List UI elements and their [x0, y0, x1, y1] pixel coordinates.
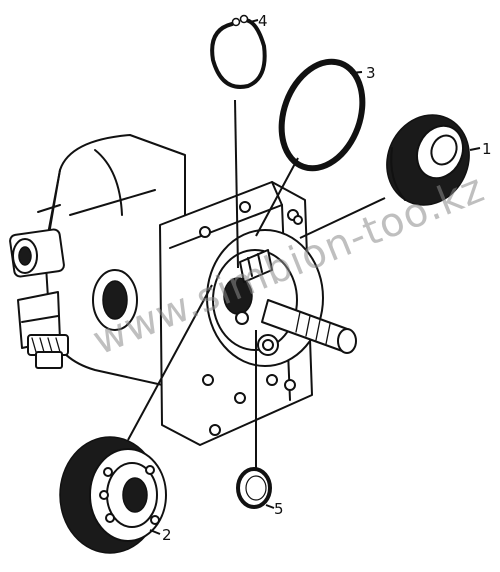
pump-housing [37, 134, 186, 391]
callout-1: 1 [482, 140, 492, 158]
callout-3: 3 [366, 64, 376, 82]
small-ring [236, 467, 272, 509]
shaft-seal [386, 114, 470, 206]
drive-shaft [261, 299, 357, 354]
circlip [210, 14, 267, 89]
callout-4: 4 [258, 12, 268, 30]
o-ring [278, 58, 366, 172]
leader-lines [127, 19, 481, 535]
drain-plug [27, 334, 69, 369]
ball-bearing [59, 436, 167, 554]
callout-5: 5 [274, 500, 284, 518]
callout-2: 2 [162, 526, 172, 544]
